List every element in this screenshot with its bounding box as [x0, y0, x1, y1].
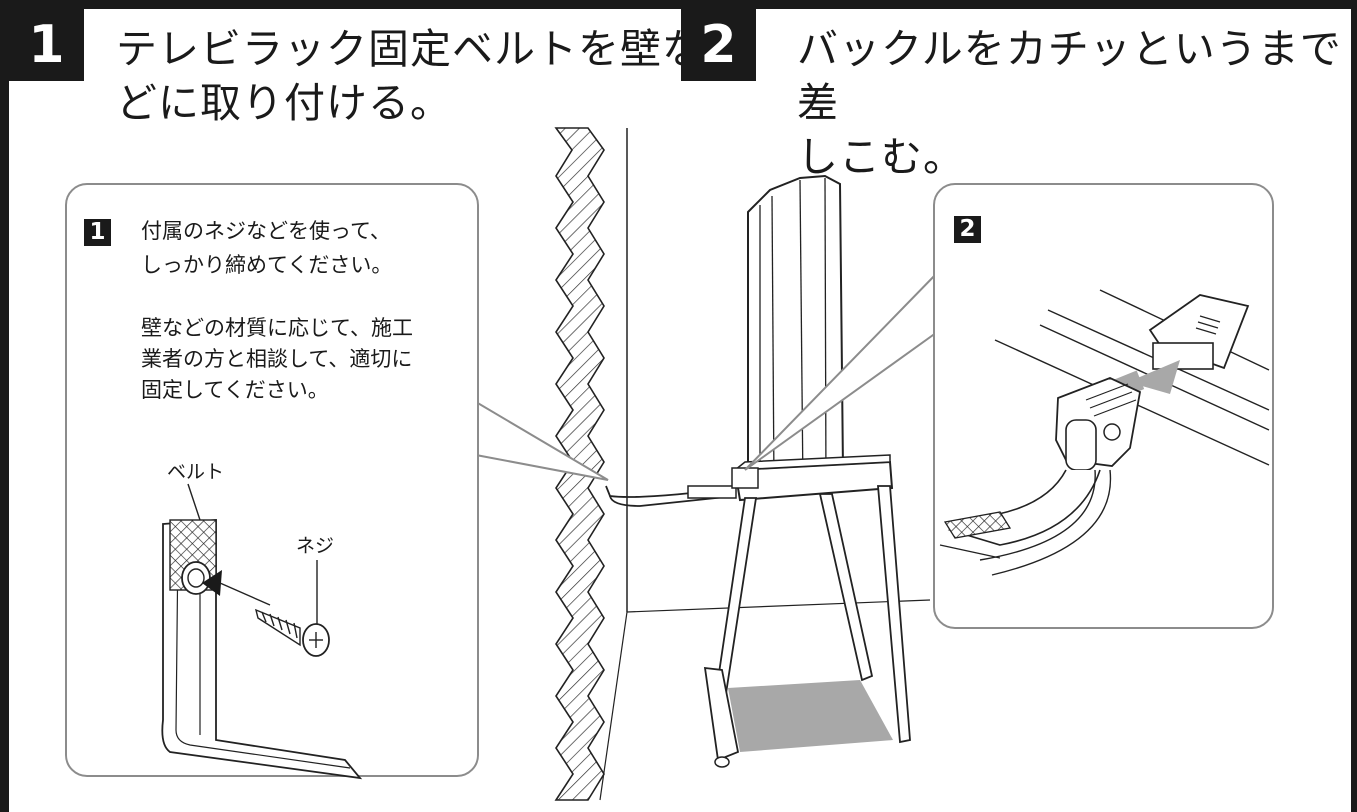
- right-rule: [1351, 0, 1357, 812]
- step-2-title: バックルをカチッというまで差 しこむ。: [797, 25, 1342, 181]
- callout-step-1: [65, 183, 479, 777]
- step-1-badge: 1: [9, 9, 84, 81]
- callout-1-line1: 付属のネジなどを使って、: [141, 219, 391, 243]
- top-rule: [0, 0, 1357, 9]
- step-1-title: テレビラック固定ベルトを壁な どに取り付ける。: [116, 25, 704, 127]
- step-2-badge: 2: [681, 9, 756, 81]
- left-rule: [0, 0, 9, 812]
- screw-label: ネジ: [296, 535, 335, 557]
- belt-label: ベルト: [167, 461, 225, 483]
- screw-drawing: [254, 608, 330, 657]
- buckle-drawing: [1055, 377, 1142, 471]
- callout-1-badge: 1: [84, 219, 111, 246]
- callout-1-note: 壁などの材質に応じて、施工 業者の方と相談して、適切に 固定してください。: [141, 316, 413, 402]
- callout-1-line2: しっかり締めてください。: [141, 253, 393, 277]
- callout-2-badge: 2: [954, 216, 981, 243]
